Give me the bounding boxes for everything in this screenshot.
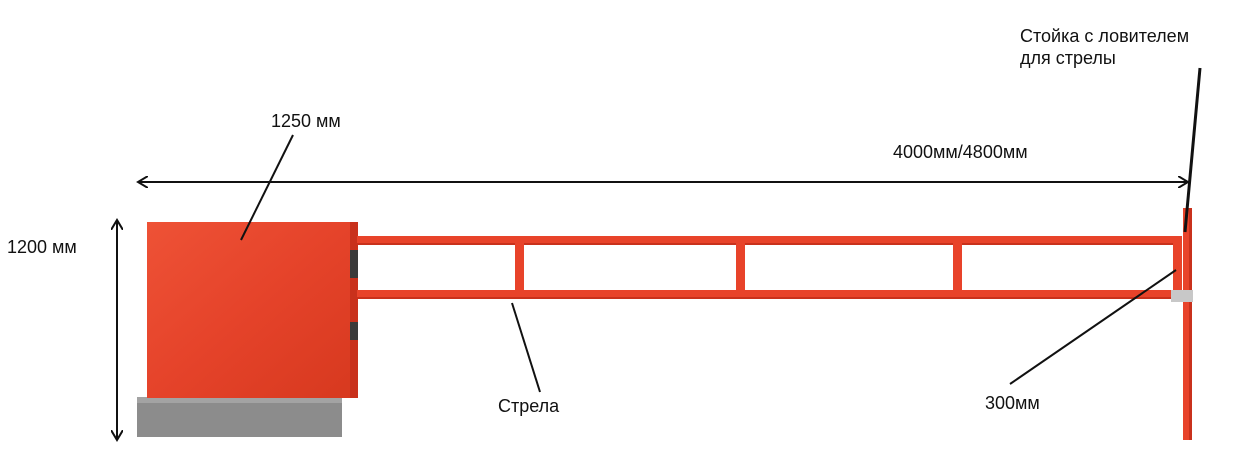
post-leader [1183,67,1202,233]
gap-leader [1009,269,1177,385]
post-catcher-label-line1: Стойка с ловителем [1020,26,1189,46]
barrier-boom [357,236,1185,299]
catcher-post [1183,208,1192,440]
cropped-heading-fragment [248,8,640,22]
barrier-cabinet [147,222,352,398]
boom-length-label: 4000мм/4800мм [893,142,1028,162]
boom-label: Стрела [498,396,560,416]
cabinet-height-label: 1200 мм [7,237,77,257]
catcher-bracket [1171,290,1193,302]
cabinet-width-label: 1250 мм [271,111,341,131]
cabinet-width-leader [240,134,294,241]
cabinet-base [137,397,342,437]
boom-leader [511,302,541,393]
boom-gap-label: 300мм [985,393,1040,413]
post-catcher-label-line2: для стрелы [1020,48,1116,68]
